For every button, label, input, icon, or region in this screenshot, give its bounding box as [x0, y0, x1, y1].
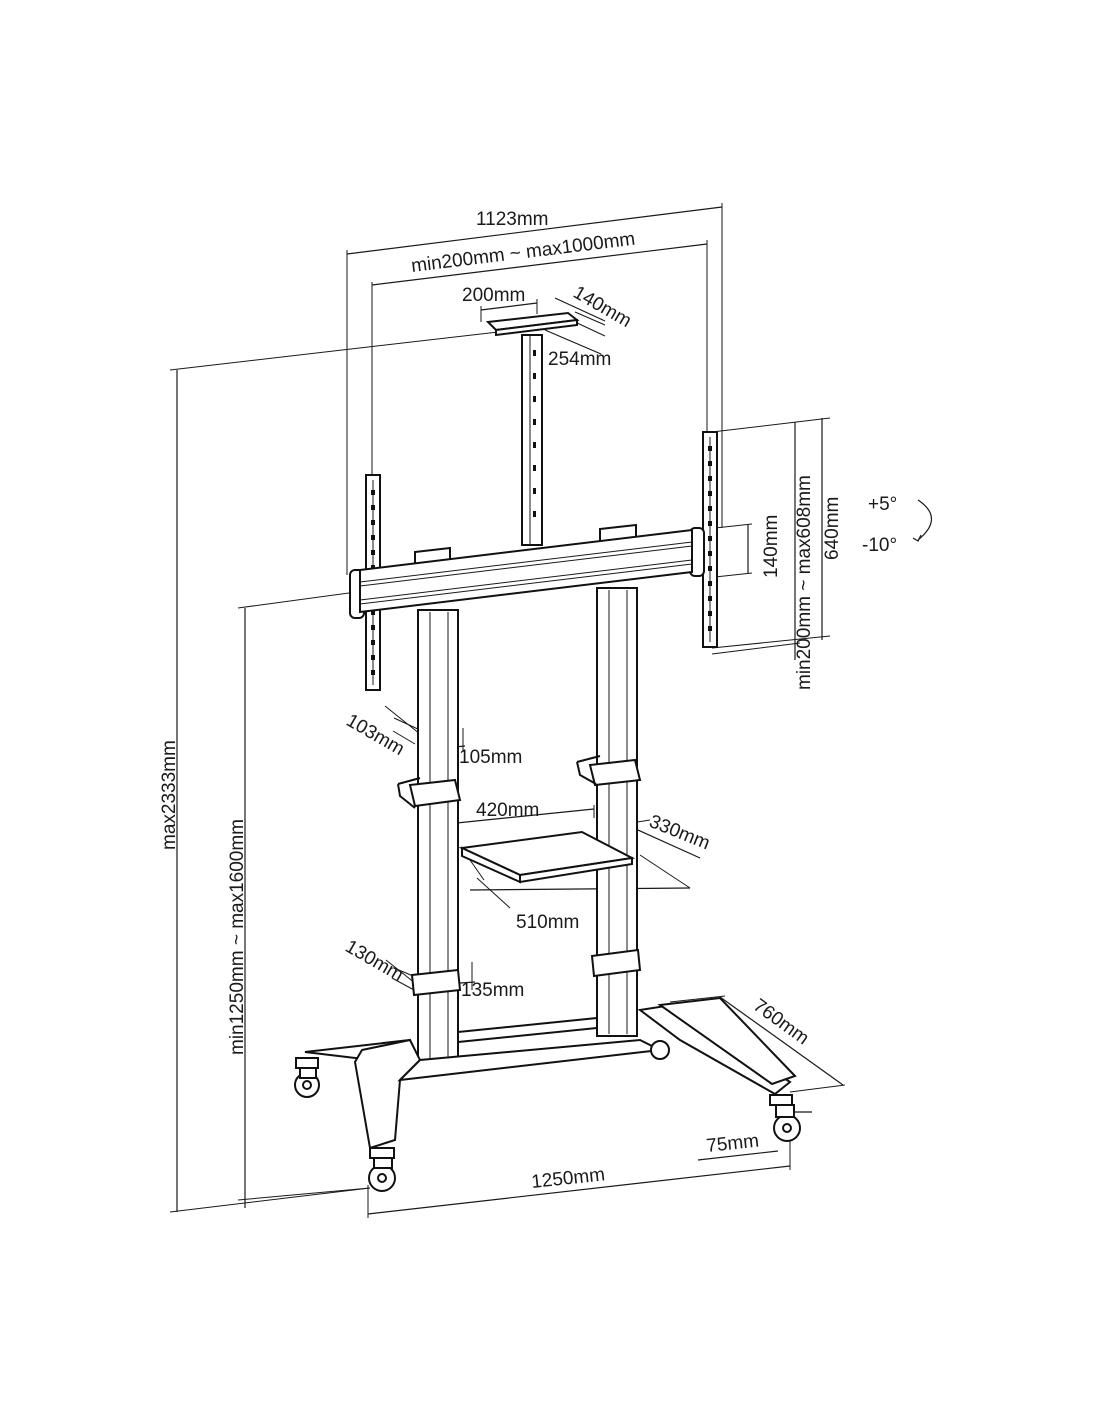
label-camera-shelf-width: 200mm — [462, 285, 525, 306]
label-vesa-width-range: min200mm ~ max1000mm — [410, 229, 636, 277]
caster-front-left — [294, 1057, 320, 1098]
label-center-height-range: min1250mm ~ max1600mm — [227, 819, 248, 1055]
label-overall-width: 1123mm — [476, 209, 549, 230]
label-shelf-length: 510mm — [516, 912, 579, 933]
label-tilt-up: +5° — [868, 494, 897, 515]
label-upper-clamp-width: 105mm — [459, 747, 522, 768]
label-vesa-height-range: min200mm ~ max608mm — [794, 475, 815, 690]
label-upper-clamp-depth: 103mm — [343, 710, 408, 760]
label-lower-clamp-depth: 130mm — [342, 936, 407, 986]
caster-front-right — [650, 1040, 670, 1060]
label-shelf-width: 420mm — [476, 800, 539, 821]
dimension-lines — [169, 203, 933, 1218]
right-handle — [576, 755, 601, 785]
label-bracket-spacing: 140mm — [761, 515, 782, 578]
lower-crossbar — [457, 1016, 598, 1044]
label-tilt-down: -10° — [862, 535, 897, 556]
base — [304, 996, 797, 1150]
label-camera-shelf-length: 254mm — [548, 349, 611, 370]
right-column — [588, 587, 642, 1037]
right-vesa-bracket — [689, 431, 718, 648]
left-column — [408, 609, 462, 1061]
stand-structure — [294, 311, 812, 1192]
caster-back-right — [769, 1094, 812, 1142]
crossbar — [359, 528, 693, 614]
caster-back-left — [368, 1147, 396, 1192]
left-handle — [397, 777, 421, 809]
camera-shelf — [485, 311, 580, 546]
label-caster-height: 75mm — [705, 1131, 760, 1157]
label-bracket-height: 640mm — [822, 497, 843, 560]
label-shelf-depth: 330mm — [646, 811, 713, 854]
label-max-height: max2333mm — [159, 740, 180, 850]
media-shelf — [458, 830, 636, 884]
label-lower-clamp-width: 135mm — [461, 980, 524, 1001]
